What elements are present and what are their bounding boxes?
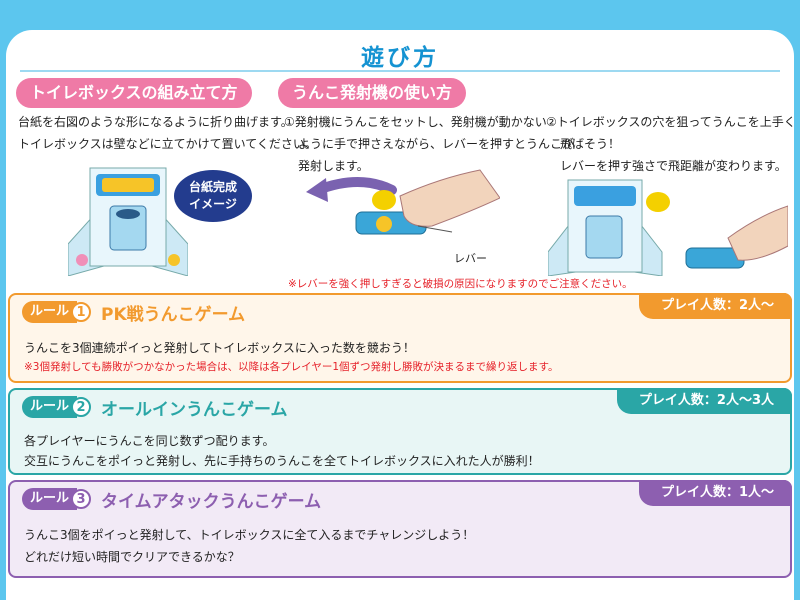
rule-3-players: プレイ人数：1人～ <box>638 480 792 506</box>
toilet-box-illustration <box>68 167 188 276</box>
launcher-heading: うんこ発射機の使い方 <box>278 78 467 108</box>
rule-2-description-1: 各プレイヤーにうんこを同じ数ずつ配ります。 <box>24 434 275 448</box>
launcher-step2-line3: レバーを押す強さで飛距離が変わります。 <box>560 159 787 173</box>
rule-1-description: うんこを3個連続ポイっと発射してトイレボックスに入った数を競おう！ <box>24 341 415 355</box>
warning-text: ※レバーを強く押しすぎると破損の原因になりますのでご注意ください。 <box>288 278 633 290</box>
rule-1-number: 1 <box>71 302 92 322</box>
rule-3-header: ルール 3 タイムアタックうんこゲーム <box>22 488 322 512</box>
launcher-step2-line2: 飛ばそう！ <box>560 137 621 151</box>
aiming-illustration <box>548 179 788 276</box>
launcher-step2-line1: ②トイレボックスの穴を狙ってうんこを上手く <box>546 115 796 129</box>
rule-2-chip: ルール <box>22 396 78 418</box>
launcher-step1-line1: ①発射機にうんこをセットし、発射機が動かない <box>284 115 547 129</box>
rule-1-header: ルール 1 PK戦うんこゲーム <box>22 301 246 325</box>
badge-line-1: 台紙完成 <box>188 180 237 194</box>
rule-3-number: 3 <box>71 489 92 509</box>
rule-1-box: ルール 1 PK戦うんこゲーム プレイ人数：2人～ うんこを3個連続ポイっと発射… <box>8 293 792 383</box>
launcher-step1-line2: ように手で押さえながら、レバーを押すとうんこが <box>298 137 575 151</box>
rule-3-description-1: うんこ3個をポイっと発射して、トイレボックスに全て入るまでチャレンジしよう！ <box>24 528 475 542</box>
rule-2-description-2: 交互にうんこをポイっと発射し、先に手持ちのうんこを全てトイレボックスに入れた人が… <box>24 454 540 468</box>
title-divider <box>20 70 780 72</box>
rule-3-chip: ルール <box>22 488 78 510</box>
launcher-step1-line3: 発射します。 <box>298 159 369 173</box>
assembly-text-2: トイレボックスは壁などに立てかけて置いてください。 <box>18 137 317 151</box>
rule-2-header: ルール 2 オールインうんこゲーム <box>22 396 288 420</box>
rule-1-note: ※3個発射しても勝敗がつかなかった場合は、以降は各プレイヤー1個ずつ発射し勝敗が… <box>24 361 559 373</box>
rule-3-description-2: どれだけ短い時間でクリアできるかな？ <box>24 550 240 564</box>
badge-line-2: イメージ <box>189 197 237 211</box>
assembly-text-1: 台紙を右図のような形になるように折り曲げます。 <box>18 115 293 129</box>
rule-1-players: プレイ人数：2人～ <box>638 293 792 319</box>
rule-2-name: オールインうんこゲーム <box>101 399 288 420</box>
rule-2-box: ルール 2 オールインうんこゲーム プレイ人数：2人～3人 各プレイヤーにうんこ… <box>8 388 792 475</box>
page-title: 遊び方 <box>361 45 439 71</box>
rule-1-chip: ルール <box>22 301 78 323</box>
rule-2-players: プレイ人数：2人～3人 <box>616 388 792 414</box>
rule-2-number: 2 <box>71 397 92 417</box>
rule-3-name: タイムアタックうんこゲーム <box>101 491 322 512</box>
launcher-illustration <box>306 169 500 235</box>
rule-1-name: PK戦うんこゲーム <box>101 304 246 325</box>
completion-badge: 台紙完成 イメージ <box>174 170 252 222</box>
assembly-heading: トイレボックスの組み立て方 <box>16 78 252 108</box>
lever-label: レバー <box>454 252 487 265</box>
rule-3-box: ルール 3 タイムアタックうんこゲーム プレイ人数：1人～ うんこ3個をポイっと… <box>8 480 792 578</box>
